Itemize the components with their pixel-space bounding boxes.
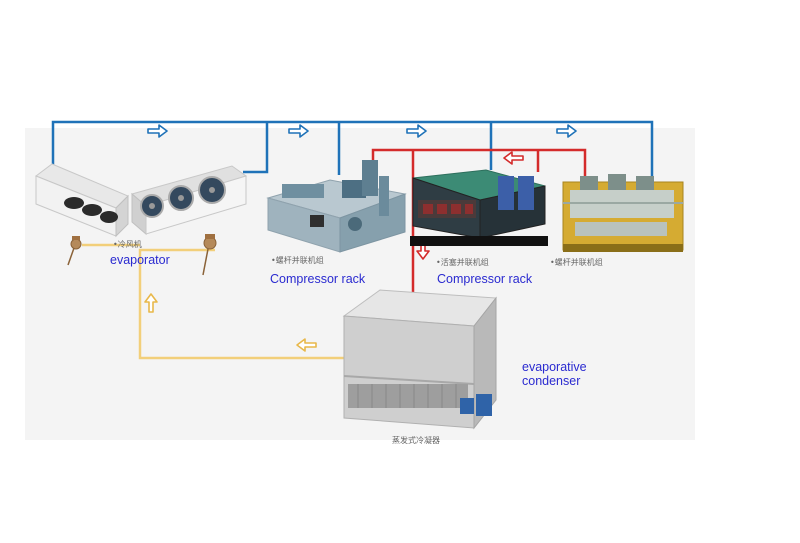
- evaporative-condenser-label: evaporative condenser: [522, 360, 590, 388]
- screw-compressor-rack-1: [266, 160, 407, 253]
- air-cooler-1: [34, 163, 129, 238]
- arrow-left-outline-icon: [503, 151, 524, 165]
- arrow-right-outline-icon: [288, 124, 309, 138]
- arrow-up-outline-icon: [144, 293, 158, 313]
- air-cooler-caption: •冷风机: [113, 239, 142, 249]
- arrow-left-outline-icon: [296, 338, 317, 352]
- piston-compressor-rack: [410, 169, 548, 246]
- evaporative-condenser-unit: [342, 289, 497, 430]
- air-cooler-2: [130, 165, 248, 236]
- compressor-rack-2-label: Compressor rack: [437, 272, 533, 286]
- piston-rack-caption: •活塞并联机组: [436, 257, 489, 267]
- evaporative-condenser-label-line-1: evaporative: [522, 360, 587, 374]
- screw-compressor-rack-2: [562, 174, 684, 252]
- screw-rack-2-caption: •螺杆并联机组: [550, 257, 603, 267]
- liquid-line: [82, 243, 353, 360]
- arrow-right-outline-icon: [556, 124, 577, 138]
- expansion-valve-1: [67, 236, 82, 266]
- evaporative-condenser-label-line-2: condenser: [522, 374, 580, 388]
- condenser-caption: 蒸发式冷凝器: [392, 435, 440, 445]
- arrow-right-outline-icon: [147, 124, 168, 138]
- arrow-right-outline-icon: [406, 124, 427, 138]
- screw-rack-1-caption: •螺杆并联机组: [271, 255, 324, 265]
- compressor-rack-1-label: Compressor rack: [270, 272, 366, 286]
- liquid-flow-arrows: [144, 293, 317, 352]
- expansion-valve-2: [202, 234, 217, 276]
- suction-line: [51, 120, 654, 205]
- suction-flow-arrows: [147, 124, 577, 138]
- evaporator-label: evaporator: [110, 253, 170, 267]
